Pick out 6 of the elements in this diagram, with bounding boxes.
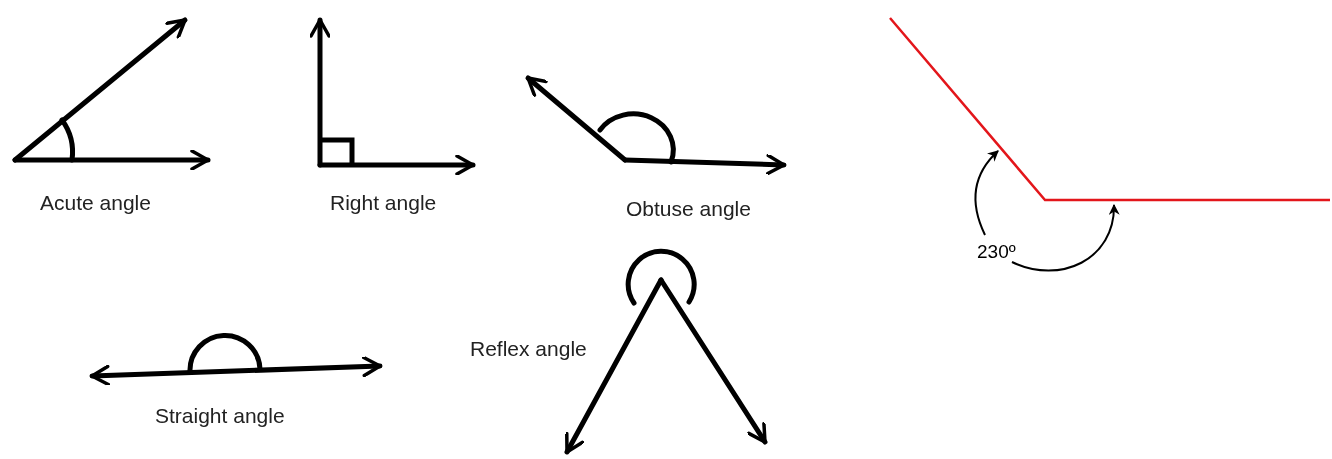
angle-label: Obtuse angle bbox=[626, 198, 751, 219]
angle-label: Reflex angle bbox=[470, 338, 587, 359]
angle-label: Acute angle bbox=[40, 192, 151, 213]
angle-measure: 230º bbox=[977, 242, 1016, 261]
angle-label: Right angle bbox=[330, 192, 437, 213]
angle-label: Straight angle bbox=[155, 405, 285, 426]
